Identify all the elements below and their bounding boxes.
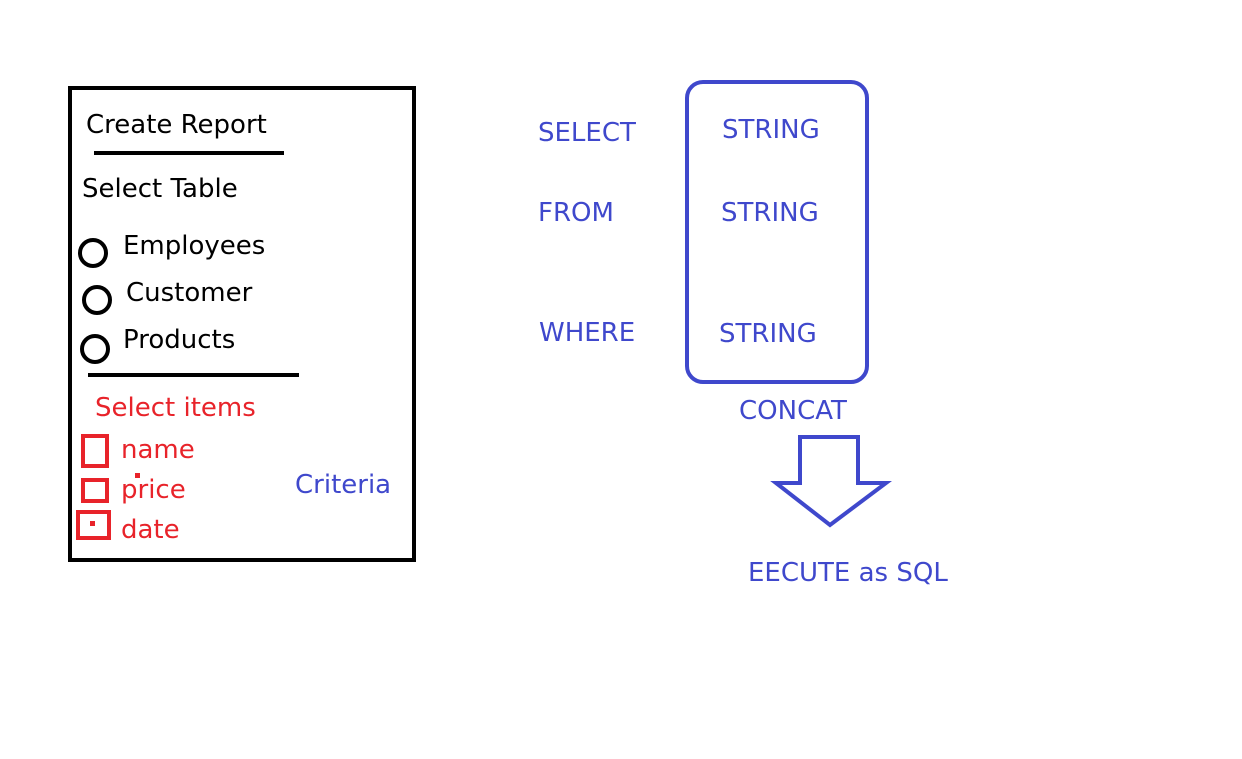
checkbox-date-mark bbox=[90, 521, 95, 526]
where-keyword: WHERE bbox=[539, 318, 636, 348]
criteria-label: Criteria bbox=[295, 470, 392, 500]
title-underline bbox=[94, 151, 284, 155]
select-string: STRING bbox=[722, 115, 820, 145]
radio-customer[interactable] bbox=[82, 285, 112, 315]
checkbox-name[interactable] bbox=[81, 434, 109, 468]
radio-label-products: Products bbox=[123, 325, 236, 355]
from-keyword: FROM bbox=[538, 198, 614, 228]
select-items-heading: Select items bbox=[95, 393, 256, 423]
checkbox-label-price: price bbox=[121, 475, 186, 505]
radio-label-customer: Customer bbox=[126, 278, 253, 308]
stray-dot bbox=[135, 473, 140, 478]
string-group-box bbox=[685, 80, 869, 384]
section-divider bbox=[88, 373, 299, 377]
from-string: STRING bbox=[721, 198, 819, 228]
checkbox-date[interactable] bbox=[76, 510, 111, 540]
radio-label-employees: Employees bbox=[123, 231, 266, 261]
select-table-heading: Select Table bbox=[82, 174, 238, 204]
checkbox-label-name: name bbox=[121, 435, 195, 465]
execute-sql-label: EECUTE as SQL bbox=[748, 558, 948, 588]
down-arrow-icon bbox=[770, 435, 892, 528]
radio-products[interactable] bbox=[80, 334, 110, 364]
radio-employees[interactable] bbox=[78, 238, 108, 268]
where-string: STRING bbox=[719, 319, 817, 349]
select-keyword: SELECT bbox=[538, 118, 636, 148]
checkbox-price[interactable] bbox=[81, 478, 109, 503]
report-form-panel bbox=[68, 86, 416, 562]
concat-label: CONCAT bbox=[739, 396, 847, 426]
checkbox-label-date: date bbox=[121, 515, 180, 545]
form-title: Create Report bbox=[86, 110, 267, 140]
